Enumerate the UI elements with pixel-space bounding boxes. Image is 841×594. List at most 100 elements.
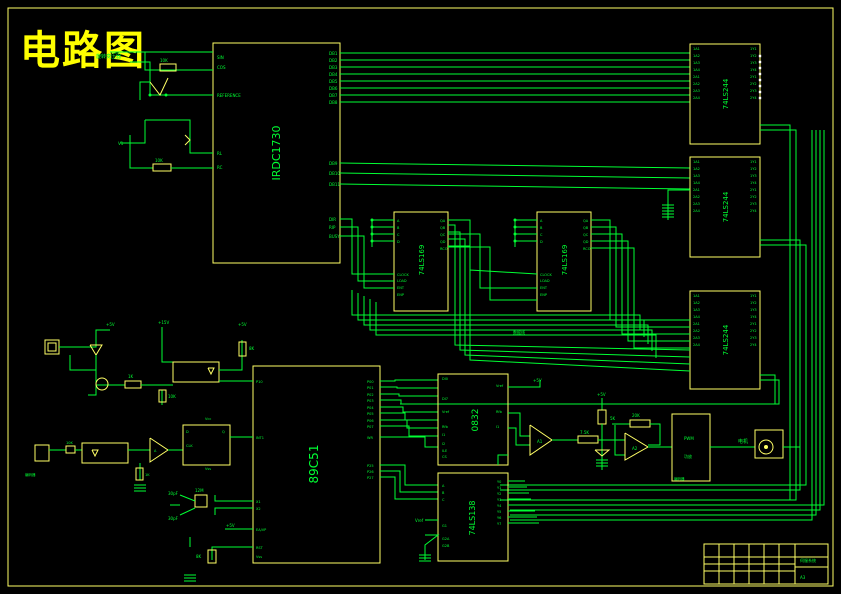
- buffer-pin-label: 2Y2: [750, 195, 757, 199]
- resistor-in: [65, 445, 76, 454]
- resistor-20k-label: 20K: [632, 413, 640, 418]
- resolver-label: 旋转变压器: [96, 53, 121, 60]
- mcu-pin-label: P02: [367, 393, 374, 397]
- dac-pin-label: I2: [442, 442, 445, 446]
- pwm-label: PWM: [684, 436, 694, 441]
- wire: [214, 495, 253, 502]
- counter-pin-label: QA: [440, 219, 446, 223]
- resistor-osc: [152, 163, 172, 172]
- buffer-label: A: [154, 449, 157, 453]
- irdc-pin-label: RIP: [329, 225, 336, 230]
- buffer-pin-label: 1A1: [693, 47, 700, 51]
- resistor-top-label: 10K: [160, 58, 168, 63]
- mcu-pin-label: INT1: [256, 436, 264, 440]
- pwm-sub-label: 功放: [684, 453, 692, 459]
- wire: [219, 340, 243, 371]
- irdc-pin-label: DB6: [329, 86, 338, 91]
- buffer-pin-label: 1A4: [693, 181, 701, 185]
- motor-frame: [754, 429, 784, 459]
- irdc-pin-label: DB2: [329, 58, 338, 63]
- wire: [340, 226, 394, 282]
- resistor-top: [159, 63, 177, 72]
- wire: [179, 494, 196, 502]
- transistor: [95, 377, 109, 391]
- wire: [448, 233, 537, 289]
- wire: [380, 412, 438, 421]
- buffer-74ls244-2-label: 74LS244: [722, 191, 730, 222]
- buffer-pin-label: 1Y1: [750, 160, 757, 164]
- pin-marker: [758, 96, 762, 100]
- irdc-pin-label: BUSY: [329, 234, 340, 239]
- wire: [508, 427, 530, 446]
- irdc-pin-label: DB10: [329, 171, 340, 176]
- wire: [510, 130, 825, 506]
- wire: [614, 425, 625, 456]
- motor-center: [764, 445, 768, 449]
- wire: [340, 218, 394, 275]
- wire: [591, 240, 690, 342]
- buffer-pin-label: 1A2: [693, 54, 700, 58]
- pin-marker: [758, 60, 762, 64]
- buffer-pin-label: 1A3: [693, 308, 700, 312]
- wire: [179, 507, 196, 516]
- resistor-base: [158, 389, 167, 403]
- mcu-pin-label: P25: [367, 464, 374, 468]
- buffer-74ls244-2: [689, 156, 761, 258]
- counter-pin-label: LOAD: [540, 279, 550, 283]
- buffer-pin-label: 2A3: [693, 89, 700, 93]
- buffer-pin-label: 2A4: [693, 343, 701, 347]
- mcu-pin-label: Vss: [256, 555, 262, 559]
- mcu-89c51-label: 89C51: [307, 445, 321, 484]
- counter-74ls169-1-label: 74LS169: [418, 245, 426, 276]
- mcu-pin-label: P06: [367, 419, 374, 423]
- resistor-8k: [238, 341, 247, 357]
- buffer-pin-label: 2Y3: [750, 89, 757, 93]
- buffer-pin-label: 1Y1: [750, 47, 757, 51]
- buffer-pin-label: 2Y3: [750, 336, 757, 340]
- buffer-pin-label: 2A1: [693, 322, 700, 326]
- buffer-pin-label: 2Y4: [750, 209, 757, 213]
- pin-marker: [758, 54, 762, 58]
- counter-74ls169-2-label: 74LS169: [561, 245, 569, 276]
- connector-j1-inner: [47, 342, 57, 352]
- dac-pin-label: DI7: [442, 397, 448, 401]
- buffer-pin-label: 1Y3: [750, 308, 757, 312]
- buffer-pin-label: 2A2: [693, 329, 700, 333]
- motor-symbol: [758, 439, 774, 455]
- counter-74ls169-1: [393, 211, 449, 312]
- coil-symbol: [184, 134, 191, 146]
- wire: [357, 293, 645, 337]
- wire: [448, 245, 691, 372]
- dac-pin-label: Vref: [442, 410, 450, 414]
- opto-led-2: [91, 449, 99, 458]
- wire: [120, 120, 146, 144]
- mcu-pin-label: WR: [367, 436, 373, 440]
- counter-pin-label: QC: [440, 233, 446, 237]
- decoder-pin-label: Y6: [497, 516, 501, 520]
- counter-pin-label: QD: [583, 240, 589, 244]
- wire: [448, 246, 537, 301]
- counter-pin-label: C: [540, 233, 543, 237]
- irdc1730-label: IRDC1730: [270, 125, 283, 180]
- irdc-pin-label: RL: [217, 151, 223, 156]
- buffer-pin-label: 1A2: [693, 167, 700, 171]
- connector-j1: [44, 339, 60, 355]
- decoder-pin-label: Y0: [497, 480, 501, 484]
- irdc-pin-label: DB9: [329, 161, 338, 166]
- decoder-pin-label: Y3: [497, 498, 501, 502]
- decoder-74ls138-label: 74LS138: [468, 501, 477, 536]
- irdc-pin-label: RC: [217, 165, 223, 170]
- ff-pin: Vss: [205, 467, 211, 471]
- irdc-pin-label: DB4: [329, 72, 338, 77]
- counter-pin-label: D: [397, 240, 400, 244]
- cap-label: 30pF: [168, 491, 179, 496]
- mcu-pin-label: EA/VP: [256, 528, 266, 532]
- opamp-a1: [529, 424, 553, 456]
- buffer-pin-label: 2A4: [693, 96, 701, 100]
- wire: [211, 546, 253, 560]
- buffer-pin-label: 1Y1: [750, 294, 757, 298]
- mcu-pin-label: P04: [367, 406, 374, 410]
- wire: [339, 162, 691, 169]
- resistor-pd: [135, 467, 144, 481]
- pin-marker: [758, 78, 762, 82]
